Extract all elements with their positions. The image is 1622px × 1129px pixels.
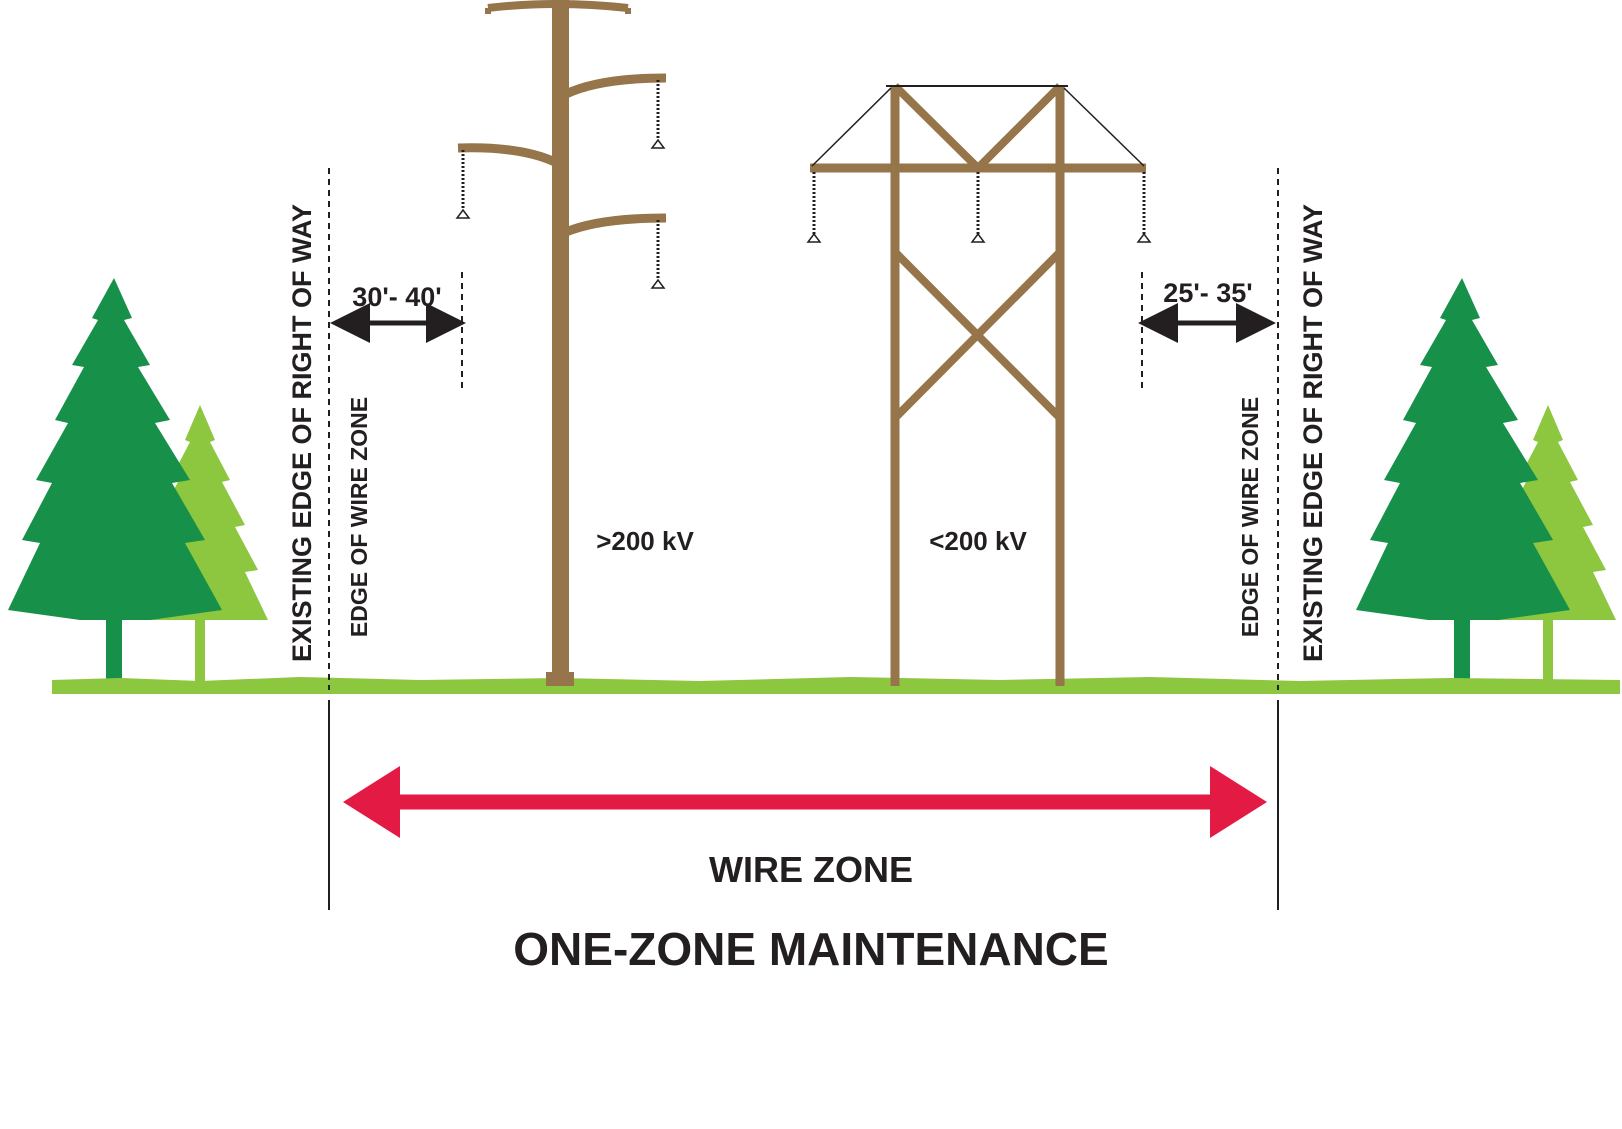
wire-zone-label: WIRE ZONE bbox=[709, 849, 913, 890]
tree-dark-icon bbox=[8, 278, 222, 685]
voltage-label-low: <200 kV bbox=[929, 526, 1027, 556]
insulator-icon bbox=[650, 80, 666, 149]
ground-strip bbox=[52, 677, 1620, 694]
edge-of-wire-zone-label-right: EDGE OF WIRE ZONE bbox=[1237, 397, 1263, 637]
insulator-icon bbox=[650, 220, 666, 289]
edge-of-wire-zone-label-left: EDGE OF WIRE ZONE bbox=[346, 397, 372, 637]
tree-dark-icon bbox=[1356, 278, 1570, 685]
insulator-icon bbox=[806, 172, 822, 243]
diagram-title: ONE-ZONE MAINTENANCE bbox=[513, 923, 1108, 975]
tree-group-right bbox=[1356, 278, 1616, 685]
distance-label-right: 25'- 35' bbox=[1163, 278, 1252, 308]
tree-group-left bbox=[8, 278, 268, 685]
distance-label-left: 30'- 40' bbox=[352, 282, 441, 312]
insulator-icon bbox=[455, 150, 471, 219]
h-frame-tower bbox=[810, 83, 1146, 686]
edge-of-row-label-left: EXISTING EDGE OF RIGHT OF WAY bbox=[287, 204, 317, 662]
wire-zone-arrow bbox=[343, 766, 1267, 838]
edge-of-row-label-right: EXISTING EDGE OF RIGHT OF WAY bbox=[1298, 204, 1328, 662]
monopole-tower bbox=[457, 0, 667, 686]
insulator-icon bbox=[1136, 172, 1152, 243]
voltage-label-high: >200 kV bbox=[596, 526, 694, 556]
insulator-icon bbox=[970, 172, 986, 243]
